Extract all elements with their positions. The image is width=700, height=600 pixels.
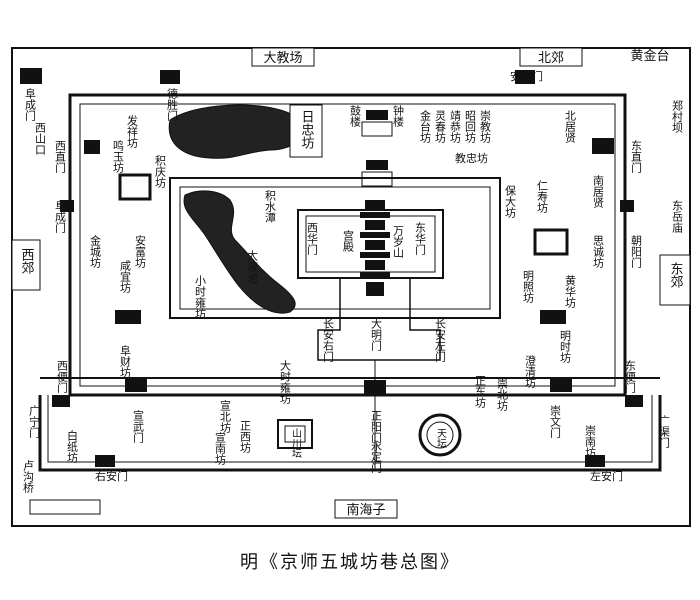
gate-xizhi: 西直门 (54, 140, 67, 174)
label-bottom-left-river: 卢沟桥 (22, 460, 35, 494)
ward-lingchun: 灵春坊 (434, 110, 447, 143)
label-box-east-suburb (659, 254, 691, 306)
ward-baiyun: 白纸坊 (66, 429, 79, 463)
inner-city-wall (68, 93, 627, 397)
ward-huangze: 黄华坊 (564, 274, 577, 308)
gate-youan: 右安门 (95, 469, 128, 483)
ward-jinta: 金台坊 (419, 109, 432, 143)
ward-gongdian: 宫殿 (342, 229, 355, 253)
label-left-top-gate: 阜成门 (24, 88, 37, 122)
gate-xibian: 西便门 (56, 360, 69, 394)
gate-fucheng: 阜成门 (54, 200, 67, 234)
gate-zuoan: 左安门 (590, 469, 623, 483)
label-east-temple: 东岳庙 (671, 200, 684, 234)
gate-desheng: 德胜门 (166, 87, 179, 122)
imperial-city-inner (179, 186, 491, 310)
ward-ancun: 安富坊 (134, 234, 147, 268)
ward-fuzhang: 阜财坊 (119, 345, 132, 378)
label-top-right-corner: 黄金台 (630, 48, 669, 64)
map-caption: 明《京师五城坊巷总图》 (240, 552, 460, 573)
ward-gulou: 鼓楼 (349, 104, 362, 128)
ward-chongnan: 崇南坊 (584, 425, 597, 458)
ward-xiaoshi: 小时雍坊 (194, 275, 207, 319)
ward-nanjuxian: 南居贤 (592, 175, 605, 208)
ward-chongjiao: 崇教坊 (479, 110, 492, 143)
palace-tower (360, 200, 390, 296)
lake-jishuitan (168, 104, 304, 159)
gate-xuanwu: 宣武门 (132, 409, 145, 444)
drum-tower (361, 110, 393, 137)
ward-jingfu: 靖恭坊 (449, 110, 462, 143)
label-box-north-suburb (519, 47, 583, 67)
ward-baoda: 保大坊 (504, 184, 517, 218)
ward-jishui: 积水潭 (264, 190, 277, 223)
ward-jiaozhong: 教忠坊 (455, 151, 488, 165)
label-box-west-suburb (11, 239, 41, 291)
gate-guangqu: 广渠门 (658, 415, 671, 449)
ward-xuannan: 宣南坊 (214, 431, 227, 465)
label-east-suburb: 东郊 (668, 262, 684, 288)
ward-jincheng: 金城坊 (89, 234, 102, 268)
ward-fafu: 发祥坊 (126, 114, 139, 148)
gate-dongzhi: 东直门 (630, 140, 643, 174)
ward-zhengdong: 正东坊 (474, 375, 487, 408)
ward-xianshi: 咸宜坊 (119, 260, 132, 293)
ward-zhaohui: 昭回坊 (464, 110, 477, 143)
ward-zhonglou: 钟楼 (392, 104, 405, 128)
gate-zhengyang: 正阳门 (370, 410, 383, 444)
gate-daming: 大明门 (370, 317, 383, 352)
label-east-village: 郑村坝 (671, 99, 684, 133)
ward-wanshou: 万岁山 (392, 225, 405, 258)
label-west-suburb: 西郊 (19, 248, 35, 274)
ward-mingshi: 明时坊 (559, 330, 572, 363)
ward-donghuamen: 东华门 (414, 222, 427, 256)
gate-dongbian: 东便门 (624, 360, 637, 394)
ward-jinshi: 积庆坊 (154, 155, 167, 188)
ward-taiye: 太液池 (246, 250, 259, 283)
label-box-rizhong (289, 104, 323, 158)
imperial-city-wall (169, 177, 501, 319)
gate-chang-an-right: 长安右门 (322, 318, 335, 363)
ward-mingzhao: 明照坊 (522, 270, 535, 303)
altar-tiantan-label: 天坛 (435, 428, 447, 449)
altar-shannong-label: 山川坛 (290, 428, 302, 459)
ward-zhengxi: 正西坊 (239, 420, 252, 453)
gate-chang-an-left: 长安左门 (434, 318, 447, 363)
outer-city-wall (38, 395, 662, 472)
ward-zhaogong: 北居贤 (564, 110, 577, 143)
ward-chengqing: 澄清坊 (524, 354, 537, 388)
gate-chongwen: 崇文门 (549, 405, 562, 439)
label-left-mid: 西山口 (34, 122, 47, 155)
ward-xuanbei: 宣北坊 (219, 399, 232, 433)
ward-rizhong: 日忠坊 (299, 110, 315, 150)
ward-xiwangmen: 西华门 (306, 222, 319, 256)
label-box-bottom-center (334, 499, 398, 519)
label-box-top-center (251, 47, 315, 67)
label-top-center: 大教场 (263, 50, 302, 66)
ward-chongbei: 崇北坊 (496, 378, 509, 411)
gate-guangning: 广宁门 (28, 405, 41, 439)
ward-dashi: 大时雍坊 (279, 359, 292, 404)
label-bottom-center: 南海子 (346, 502, 385, 518)
ward-siyi: 思诚坊 (592, 235, 605, 268)
gate-chaoyang: 朝阳门 (630, 235, 643, 269)
label-north-suburb: 北郊 (538, 50, 564, 66)
gate-house-icons (20, 68, 643, 515)
inner-city-wall-inner (79, 103, 616, 387)
outer-city-wall-inner (47, 395, 653, 463)
altar-tiantan (418, 413, 462, 457)
gate-yongding: 永定门 (370, 439, 383, 474)
central-axis (317, 278, 441, 361)
altar-shannong (277, 419, 313, 449)
gate-anding: 安定门 (510, 69, 543, 83)
bell-tower (361, 160, 393, 187)
lake-taiye (183, 190, 296, 314)
ward-mingyu: 鸣玉坊 (112, 139, 125, 173)
ward-renshou: 仁寿坊 (536, 180, 549, 213)
